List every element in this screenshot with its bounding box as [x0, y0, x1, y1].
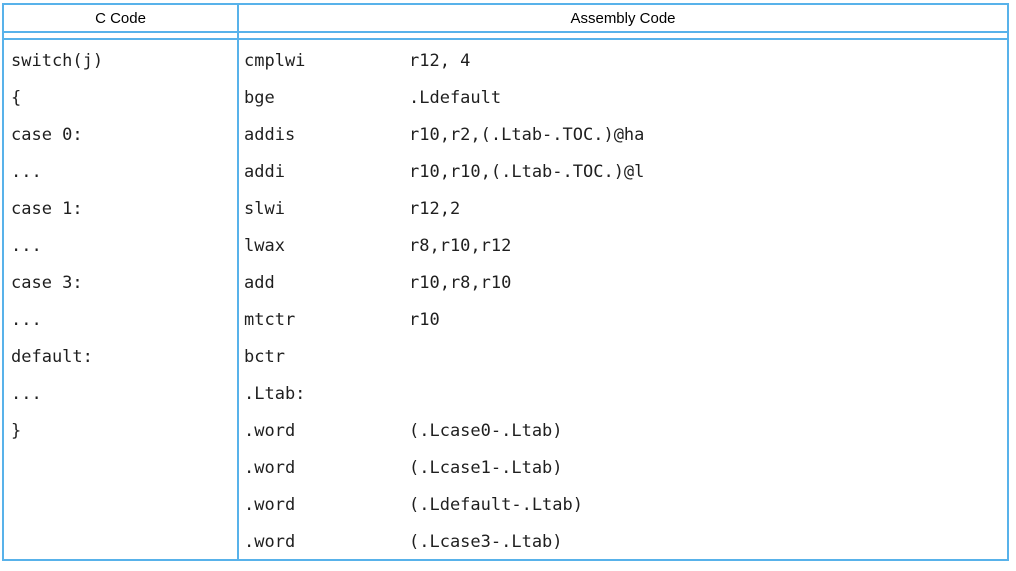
- assembly-mnemonic: addi: [244, 161, 285, 182]
- c-code-line: case 1:: [11, 198, 83, 219]
- assembly-operands: (.Lcase3-.Ltab): [409, 532, 563, 553]
- assembly-line: .word (.Lcase1-.Ltab): [244, 450, 1007, 487]
- assembly-line: lwax r8,r10,r12: [244, 227, 1007, 264]
- c-code-line: default:: [11, 346, 93, 367]
- assembly-mnemonic: .word: [244, 495, 296, 516]
- assembly-line: addis r10,r2,(.Ltab-.TOC.)@ha: [244, 116, 1007, 153]
- column-header-assembly-code: Assembly Code: [239, 5, 1007, 33]
- c-code-line: }: [11, 420, 22, 441]
- assembly-operands: (.Lcase1-.Ltab): [409, 458, 563, 479]
- column-header-c-code: C Code: [4, 5, 239, 33]
- assembly-operands: r10,r2,(.Ltab-.TOC.)@ha: [409, 124, 645, 145]
- assembly-mnemonic: lwax: [244, 235, 285, 256]
- assembly-mnemonic: mtctr: [244, 309, 296, 330]
- assembly-line: add r10,r8,r10: [244, 264, 1007, 301]
- c-code-line: {: [11, 87, 22, 108]
- assembly-operands: r12,2: [409, 198, 461, 219]
- code-comparison-table: C Code Assembly Code switch(j) { case 0:..…: [2, 3, 1009, 561]
- assembly-mnemonic: addis: [244, 124, 296, 145]
- c-code-line: case 3:: [11, 272, 83, 293]
- c-code-cell: switch(j) { case 0:... case 1:... case 3:...…: [4, 40, 239, 559]
- c-code-line: ...: [11, 383, 42, 404]
- assembly-line: .word (.Ldefault-.Ltab): [244, 487, 1007, 524]
- c-code-line: ...: [11, 235, 42, 256]
- header-separator-right: [239, 33, 1007, 40]
- assembly-mnemonic: add: [244, 272, 275, 293]
- assembly-operands: r10,r8,r10: [409, 272, 512, 293]
- assembly-line: bge .Ldefault: [244, 79, 1007, 116]
- header-separator: [4, 33, 1007, 40]
- c-code-line: switch(j): [11, 50, 104, 71]
- assembly-mnemonic: slwi: [244, 198, 285, 219]
- assembly-line: .word (.Lcase0-.Ltab): [244, 412, 1007, 449]
- assembly-mnemonic: cmplwi: [244, 50, 306, 71]
- assembly-mnemonic: .word: [244, 458, 296, 479]
- assembly-operands: (.Ldefault-.Ltab): [409, 495, 583, 516]
- assembly-operands: (.Lcase0-.Ltab): [409, 420, 563, 441]
- assembly-line: addi r10,r10,(.Ltab-.TOC.)@l: [244, 153, 1007, 190]
- header-separator-left: [4, 33, 239, 40]
- assembly-operands: r8,r10,r12: [409, 235, 512, 256]
- assembly-mnemonic: .word: [244, 420, 296, 441]
- c-code-line: ...: [11, 309, 42, 330]
- assembly-line: .Ltab:: [244, 375, 1007, 412]
- assembly-line: .word (.Lcase3-.Ltab): [244, 524, 1007, 559]
- assembly-code-cell: cmplwi r12, 4 bge .Ldefault addis r10,r2,(.Lt…: [239, 40, 1007, 559]
- table-header-row: C Code Assembly Code: [4, 5, 1007, 33]
- assembly-operands: r10,r10,(.Ltab-.TOC.)@l: [409, 161, 645, 182]
- assembly-operands: .Ldefault: [409, 87, 502, 108]
- assembly-line: mtctr r10: [244, 301, 1007, 338]
- c-code-line: ...: [11, 161, 42, 182]
- assembly-mnemonic: bge: [244, 87, 275, 108]
- c-code-line: case 0:: [11, 124, 83, 145]
- assembly-operands: r12, 4: [409, 50, 471, 71]
- assembly-mnemonic: .word: [244, 532, 296, 553]
- assembly-mnemonic: bctr: [244, 346, 285, 367]
- assembly-line: cmplwi r12, 4: [244, 42, 1007, 79]
- assembly-operands: r10: [409, 309, 440, 330]
- assembly-line: slwi r12,2: [244, 190, 1007, 227]
- table-body-row: switch(j) { case 0:... case 1:... case 3:...…: [4, 40, 1007, 559]
- assembly-line: bctr: [244, 338, 1007, 375]
- assembly-mnemonic: .Ltab:: [244, 383, 306, 404]
